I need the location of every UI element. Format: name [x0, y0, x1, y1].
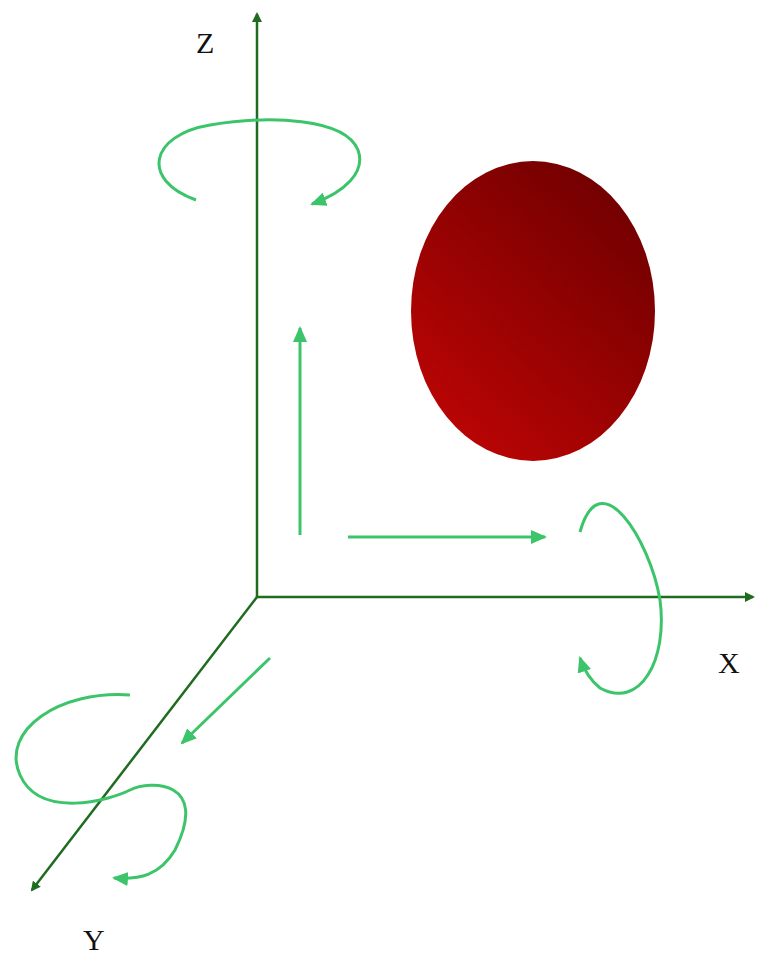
- axis-label: Z: [196, 28, 214, 58]
- translation-arrows: [182, 328, 545, 743]
- axis-lines: [32, 14, 753, 890]
- axis-label: X: [718, 648, 740, 678]
- rotation-arrows: [16, 120, 661, 878]
- axis-label: Y: [83, 925, 105, 955]
- rigid-body: [411, 161, 655, 461]
